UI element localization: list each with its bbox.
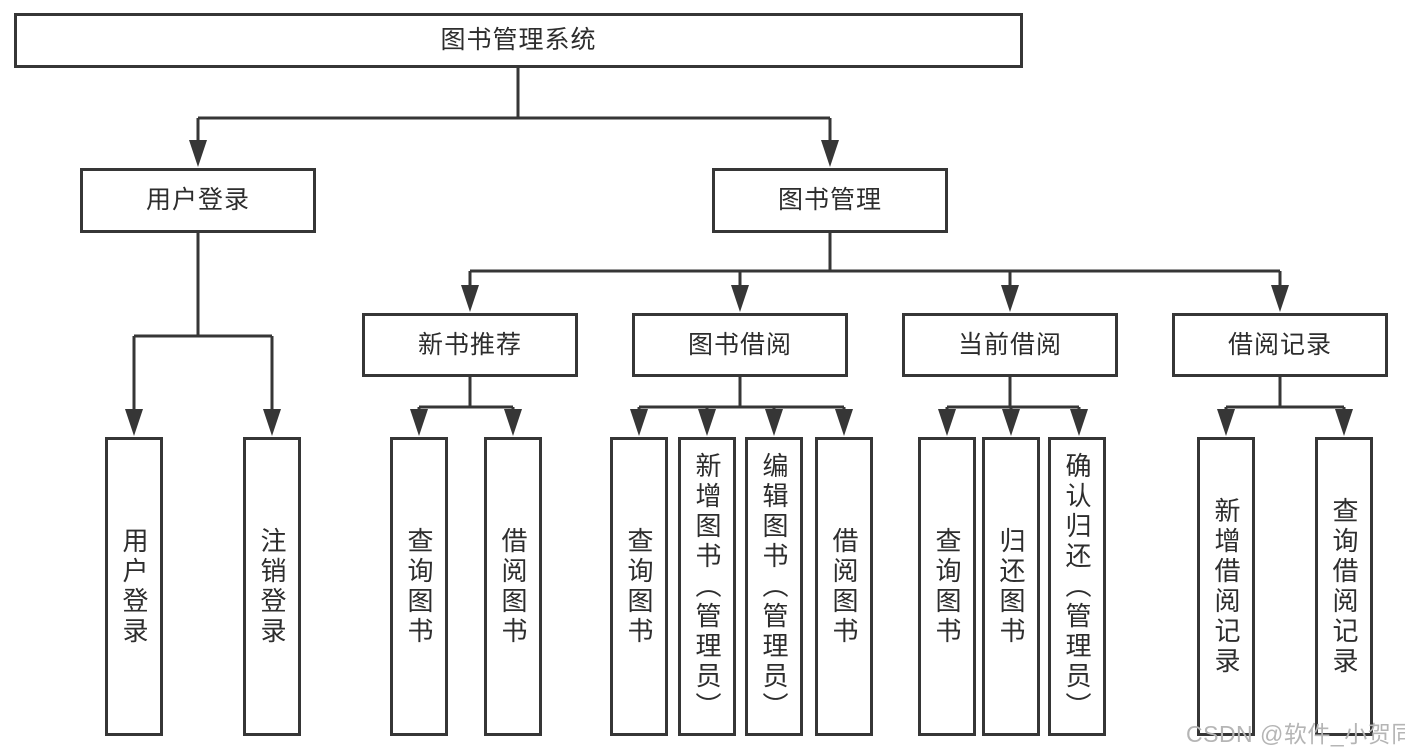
node-user-login: 用户登录: [80, 168, 316, 233]
csdn-watermark: CSDN @软件_小贺同学: [1186, 721, 1405, 747]
leaf-logout: 注销登录: [243, 437, 301, 736]
node-root: 图书管理系统: [14, 13, 1023, 68]
node-borrow-records: 借阅记录: [1172, 313, 1388, 377]
leaf-query-borrow-record: 查询借阅记录: [1315, 437, 1373, 736]
leaf-confirm-return-admin: 确认归还（管理员）: [1048, 437, 1106, 736]
leaf-user-login: 用户登录: [105, 437, 163, 736]
leaf-query-books-borrow: 查询图书: [610, 437, 668, 736]
node-current-borrow: 当前借阅: [902, 313, 1118, 377]
leaf-query-books-recommend: 查询图书: [390, 437, 448, 736]
node-book-borrow: 图书借阅: [632, 313, 848, 377]
leaf-query-books-current: 查询图书: [918, 437, 976, 736]
leaf-return-book: 归还图书: [982, 437, 1040, 736]
leaf-add-book-admin: 新增图书（管理员）: [678, 437, 736, 736]
leaf-borrow-books: 借阅图书: [815, 437, 873, 736]
arrowhead-group: [125, 140, 1353, 436]
leaf-add-borrow-record: 新增借阅记录: [1197, 437, 1255, 736]
leaf-borrow-books-recommend: 借阅图书: [484, 437, 542, 736]
node-new-book-recommend: 新书推荐: [362, 313, 578, 377]
node-book-management: 图书管理: [712, 168, 948, 233]
leaf-edit-book-admin: 编辑图书（管理员）: [745, 437, 803, 736]
